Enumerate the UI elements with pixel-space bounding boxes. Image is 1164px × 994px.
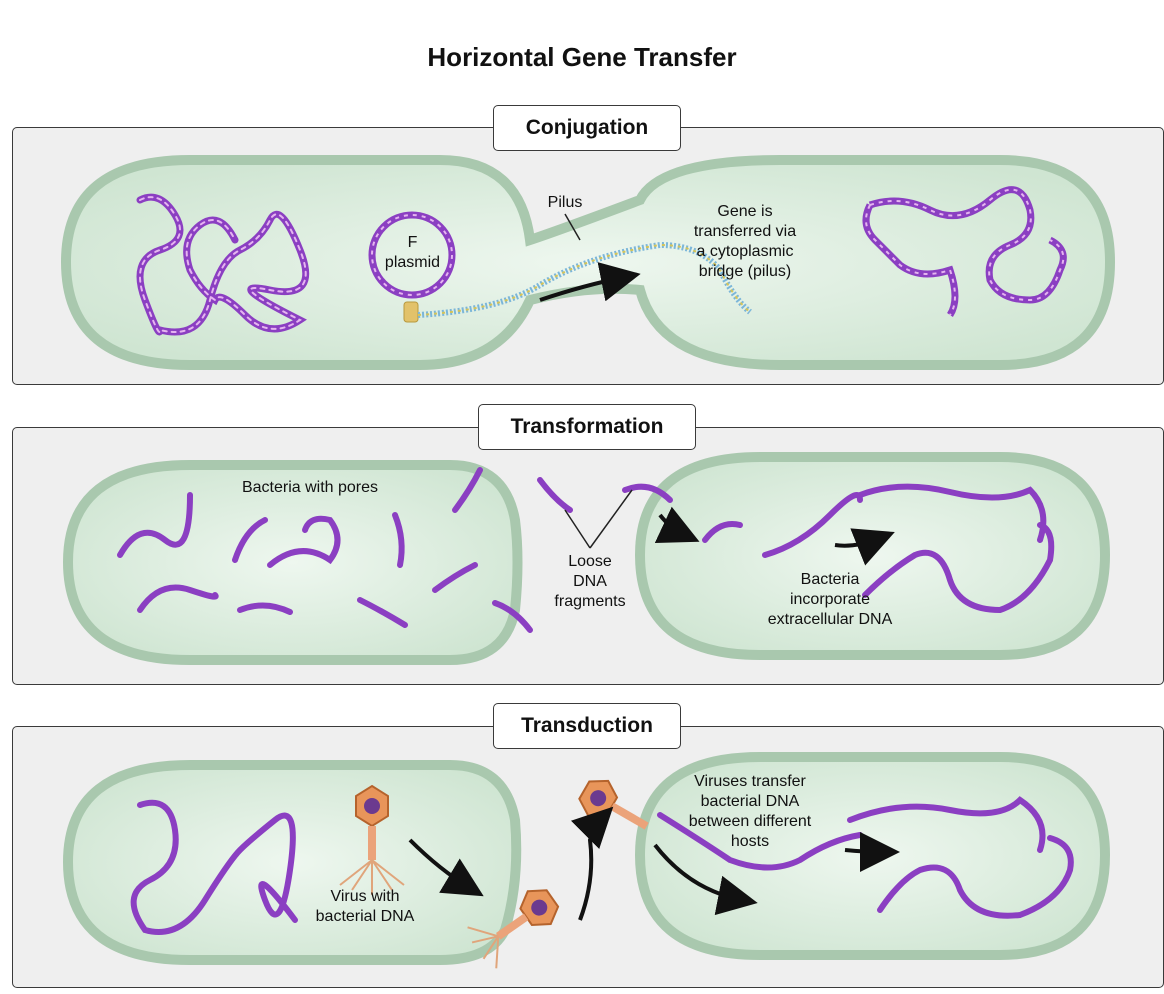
pilus-label: Pilus <box>547 194 583 211</box>
conjugation-title: Conjugation <box>493 105 681 151</box>
transduction-arrow-1 <box>408 838 484 897</box>
transduction-arrow-4 <box>844 831 900 872</box>
conj-chromosome-left <box>136 193 310 336</box>
transform-arrow-2 <box>834 528 895 566</box>
virus-dna-label: Virus with bacterial DNA <box>315 888 415 925</box>
pilus-pointer <box>564 213 581 241</box>
conj-chromosome-right <box>862 186 1067 317</box>
viruses-transfer-label: Viruses transfer bacterial DNA between d… <box>688 773 812 850</box>
f-plasmid-ring <box>368 211 456 323</box>
loose-dna-pointer-left <box>564 509 591 549</box>
transduction-dna <box>130 796 1074 935</box>
loose-dna-label: Loose DNA fragments <box>554 553 626 610</box>
incorporate-label: Bacteria incorporate extracellular DNA <box>767 571 893 628</box>
page-title: Horizontal Gene Transfer <box>427 42 737 72</box>
pilus-dna-strand <box>417 241 752 318</box>
transduction-arrow-3 <box>653 843 758 916</box>
virus-1 <box>339 784 405 895</box>
pores-label: Bacteria with pores <box>241 479 379 496</box>
transduction-title: Transduction <box>493 703 681 749</box>
conj-arrow <box>539 262 641 302</box>
transformation-title: Transformation <box>478 404 696 450</box>
gene-transfer-label: Gene is transferred via a cytoplasmic br… <box>693 203 797 280</box>
transduction-arrow-2 <box>570 806 614 921</box>
f-plasmid-label: F plasmid <box>384 234 441 271</box>
dna-fragments <box>117 467 1055 633</box>
porous-cell <box>62 460 523 665</box>
loose-dna-pointer-right <box>589 489 633 549</box>
transform-arrow-1 <box>654 506 700 543</box>
virus-2 <box>467 889 560 969</box>
